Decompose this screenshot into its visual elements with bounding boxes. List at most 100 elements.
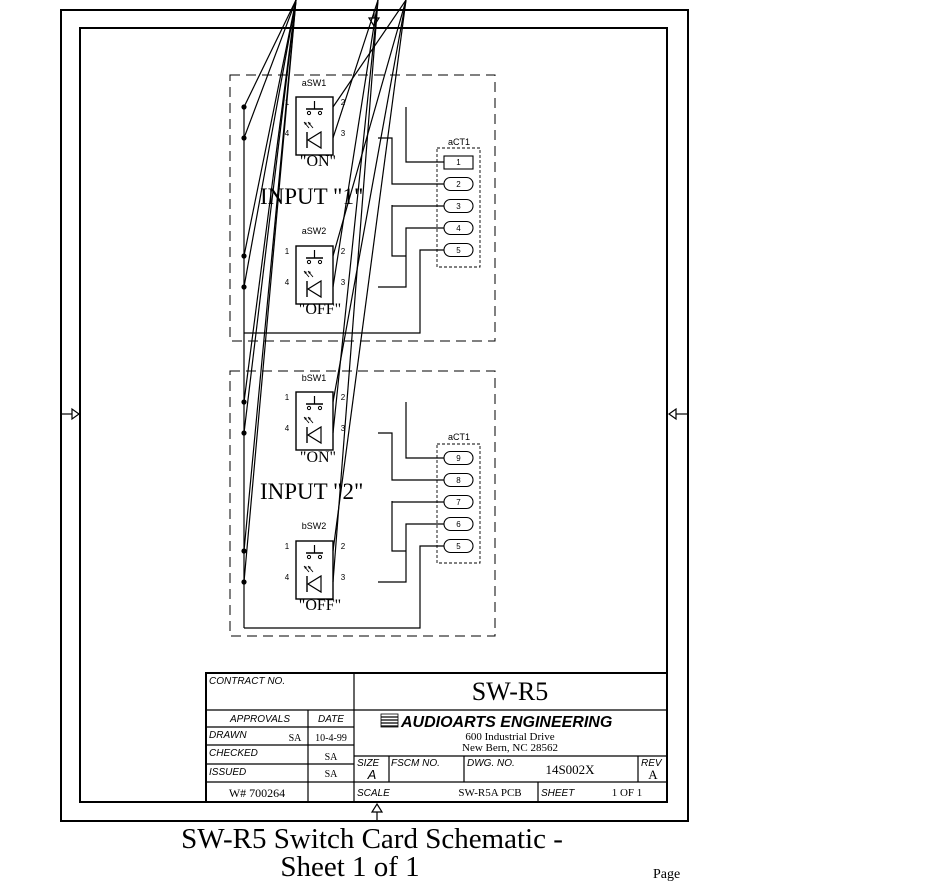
wire bbox=[405, 402, 444, 459]
pushbutton-led-switch bbox=[295, 540, 334, 600]
led-ray-head bbox=[304, 122, 307, 125]
input-1-dashed-box bbox=[229, 74, 496, 342]
led-ray-head bbox=[308, 566, 311, 569]
contact-icon bbox=[306, 110, 312, 116]
led-ray-head bbox=[304, 417, 307, 420]
pin-number: 1 bbox=[285, 247, 290, 256]
connector-pin-label: 8 bbox=[456, 476, 461, 485]
caption-line-2: Sheet 1 of 1 bbox=[280, 851, 419, 883]
wire bbox=[244, 545, 444, 629]
dwg-number: 14S002X bbox=[545, 762, 595, 777]
wire bbox=[405, 107, 444, 163]
pushbutton-led-switch bbox=[295, 245, 334, 305]
pin-number: 4 bbox=[285, 278, 290, 287]
contact-icon bbox=[317, 405, 323, 411]
connector-ref: aCT1 bbox=[448, 432, 470, 442]
wire bbox=[332, 0, 407, 552]
connector-outline bbox=[436, 147, 481, 268]
junction-dot bbox=[241, 579, 247, 585]
title-block: CONTRACT NO. APPROVALS DATE DRAWN SA 10-… bbox=[205, 672, 668, 803]
rev-value: A bbox=[648, 767, 658, 782]
connector-pin-label: 3 bbox=[456, 202, 461, 211]
fscm-label: FSCM NO. bbox=[391, 758, 440, 769]
led-ray-head bbox=[308, 271, 311, 274]
wire bbox=[243, 0, 297, 257]
pin-number: 1 bbox=[285, 542, 290, 551]
led-ray-head bbox=[308, 122, 311, 125]
wire bbox=[391, 501, 444, 552]
junction-dot bbox=[241, 284, 247, 290]
drawn-by: SA bbox=[289, 733, 303, 744]
junction-dot bbox=[241, 135, 247, 141]
connector-pin-label: 4 bbox=[456, 224, 461, 233]
led-ray-head bbox=[304, 566, 307, 569]
size-label: SIZE bbox=[357, 758, 380, 769]
sheet-label: SHEET bbox=[541, 788, 575, 799]
wire bbox=[243, 0, 297, 403]
wire bbox=[378, 523, 444, 583]
switch-ref: bSW1 bbox=[302, 373, 327, 383]
issued-label: ISSUED bbox=[209, 767, 246, 778]
contact-icon bbox=[306, 554, 312, 560]
date-label: DATE bbox=[318, 714, 344, 725]
outer-border bbox=[60, 9, 689, 822]
pin-number: 4 bbox=[285, 573, 290, 582]
approvals-label: APPROVALS bbox=[229, 714, 290, 725]
connector-pin-label: 5 bbox=[456, 542, 461, 551]
wire bbox=[243, 0, 297, 108]
scale-value: SW-R5A PCB bbox=[458, 787, 521, 799]
pin-number: 3 bbox=[341, 129, 346, 138]
frame-arrow-left bbox=[61, 407, 81, 421]
input-title: INPUT "2" bbox=[260, 479, 363, 504]
led-ray-head bbox=[308, 417, 311, 420]
junction-dot bbox=[241, 104, 247, 110]
issued-by: SA bbox=[325, 769, 339, 780]
pin-number: 3 bbox=[341, 573, 346, 582]
wire bbox=[391, 205, 444, 257]
size-value: A bbox=[367, 767, 377, 782]
input-2-dashed-box bbox=[229, 370, 496, 637]
address-line-2: New Bern, NC 28562 bbox=[462, 742, 558, 754]
wire bbox=[378, 432, 444, 481]
contact-icon bbox=[317, 110, 323, 116]
rev-label: REV bbox=[641, 758, 663, 769]
pushbutton-led-switch bbox=[295, 391, 334, 451]
off-label: "OFF" bbox=[299, 597, 341, 614]
wire bbox=[243, 0, 297, 434]
drawn-date: 10-4-99 bbox=[315, 733, 347, 744]
connector-pin-label: 6 bbox=[456, 520, 461, 529]
checked-label: CHECKED bbox=[209, 748, 258, 759]
pin-number: 4 bbox=[285, 424, 290, 433]
on-label: "ON" bbox=[300, 449, 336, 466]
contact-icon bbox=[317, 259, 323, 265]
led-icon bbox=[306, 425, 322, 445]
led-icon bbox=[306, 574, 322, 594]
contact-icon bbox=[306, 259, 312, 265]
frame-arrow-bottom bbox=[370, 802, 384, 821]
led-icon bbox=[306, 279, 322, 299]
sheet-value: 1 OF 1 bbox=[612, 787, 643, 799]
company-logo-icon bbox=[380, 713, 399, 728]
wire bbox=[243, 0, 297, 139]
switch-body bbox=[295, 540, 334, 600]
wire bbox=[332, 0, 407, 403]
input-2-block: bSW1 bSW2 aCT1 "ON" "OFF" INPUT "2" bbox=[229, 370, 496, 637]
led-icon bbox=[306, 130, 322, 150]
drawing-title: SW-R5 bbox=[472, 677, 549, 706]
junction-dot bbox=[241, 430, 247, 436]
connector-pin-label: 7 bbox=[456, 498, 461, 507]
connector-pin-label: 1 bbox=[456, 158, 461, 167]
switch-body bbox=[295, 391, 334, 451]
company-name: AUDIOARTS ENGINEERING bbox=[400, 714, 612, 731]
w-number: W# 700264 bbox=[229, 786, 285, 800]
pin-number: 2 bbox=[341, 393, 346, 402]
pin-number: 2 bbox=[341, 542, 346, 551]
caption-line-1: SW-R5 Switch Card Schematic - bbox=[181, 823, 563, 855]
wire bbox=[244, 249, 444, 334]
off-label: "OFF" bbox=[299, 301, 341, 318]
wire bbox=[332, 0, 379, 583]
wire bbox=[332, 0, 379, 434]
connector-pin-label: 2 bbox=[456, 180, 461, 189]
wire bbox=[378, 137, 444, 185]
